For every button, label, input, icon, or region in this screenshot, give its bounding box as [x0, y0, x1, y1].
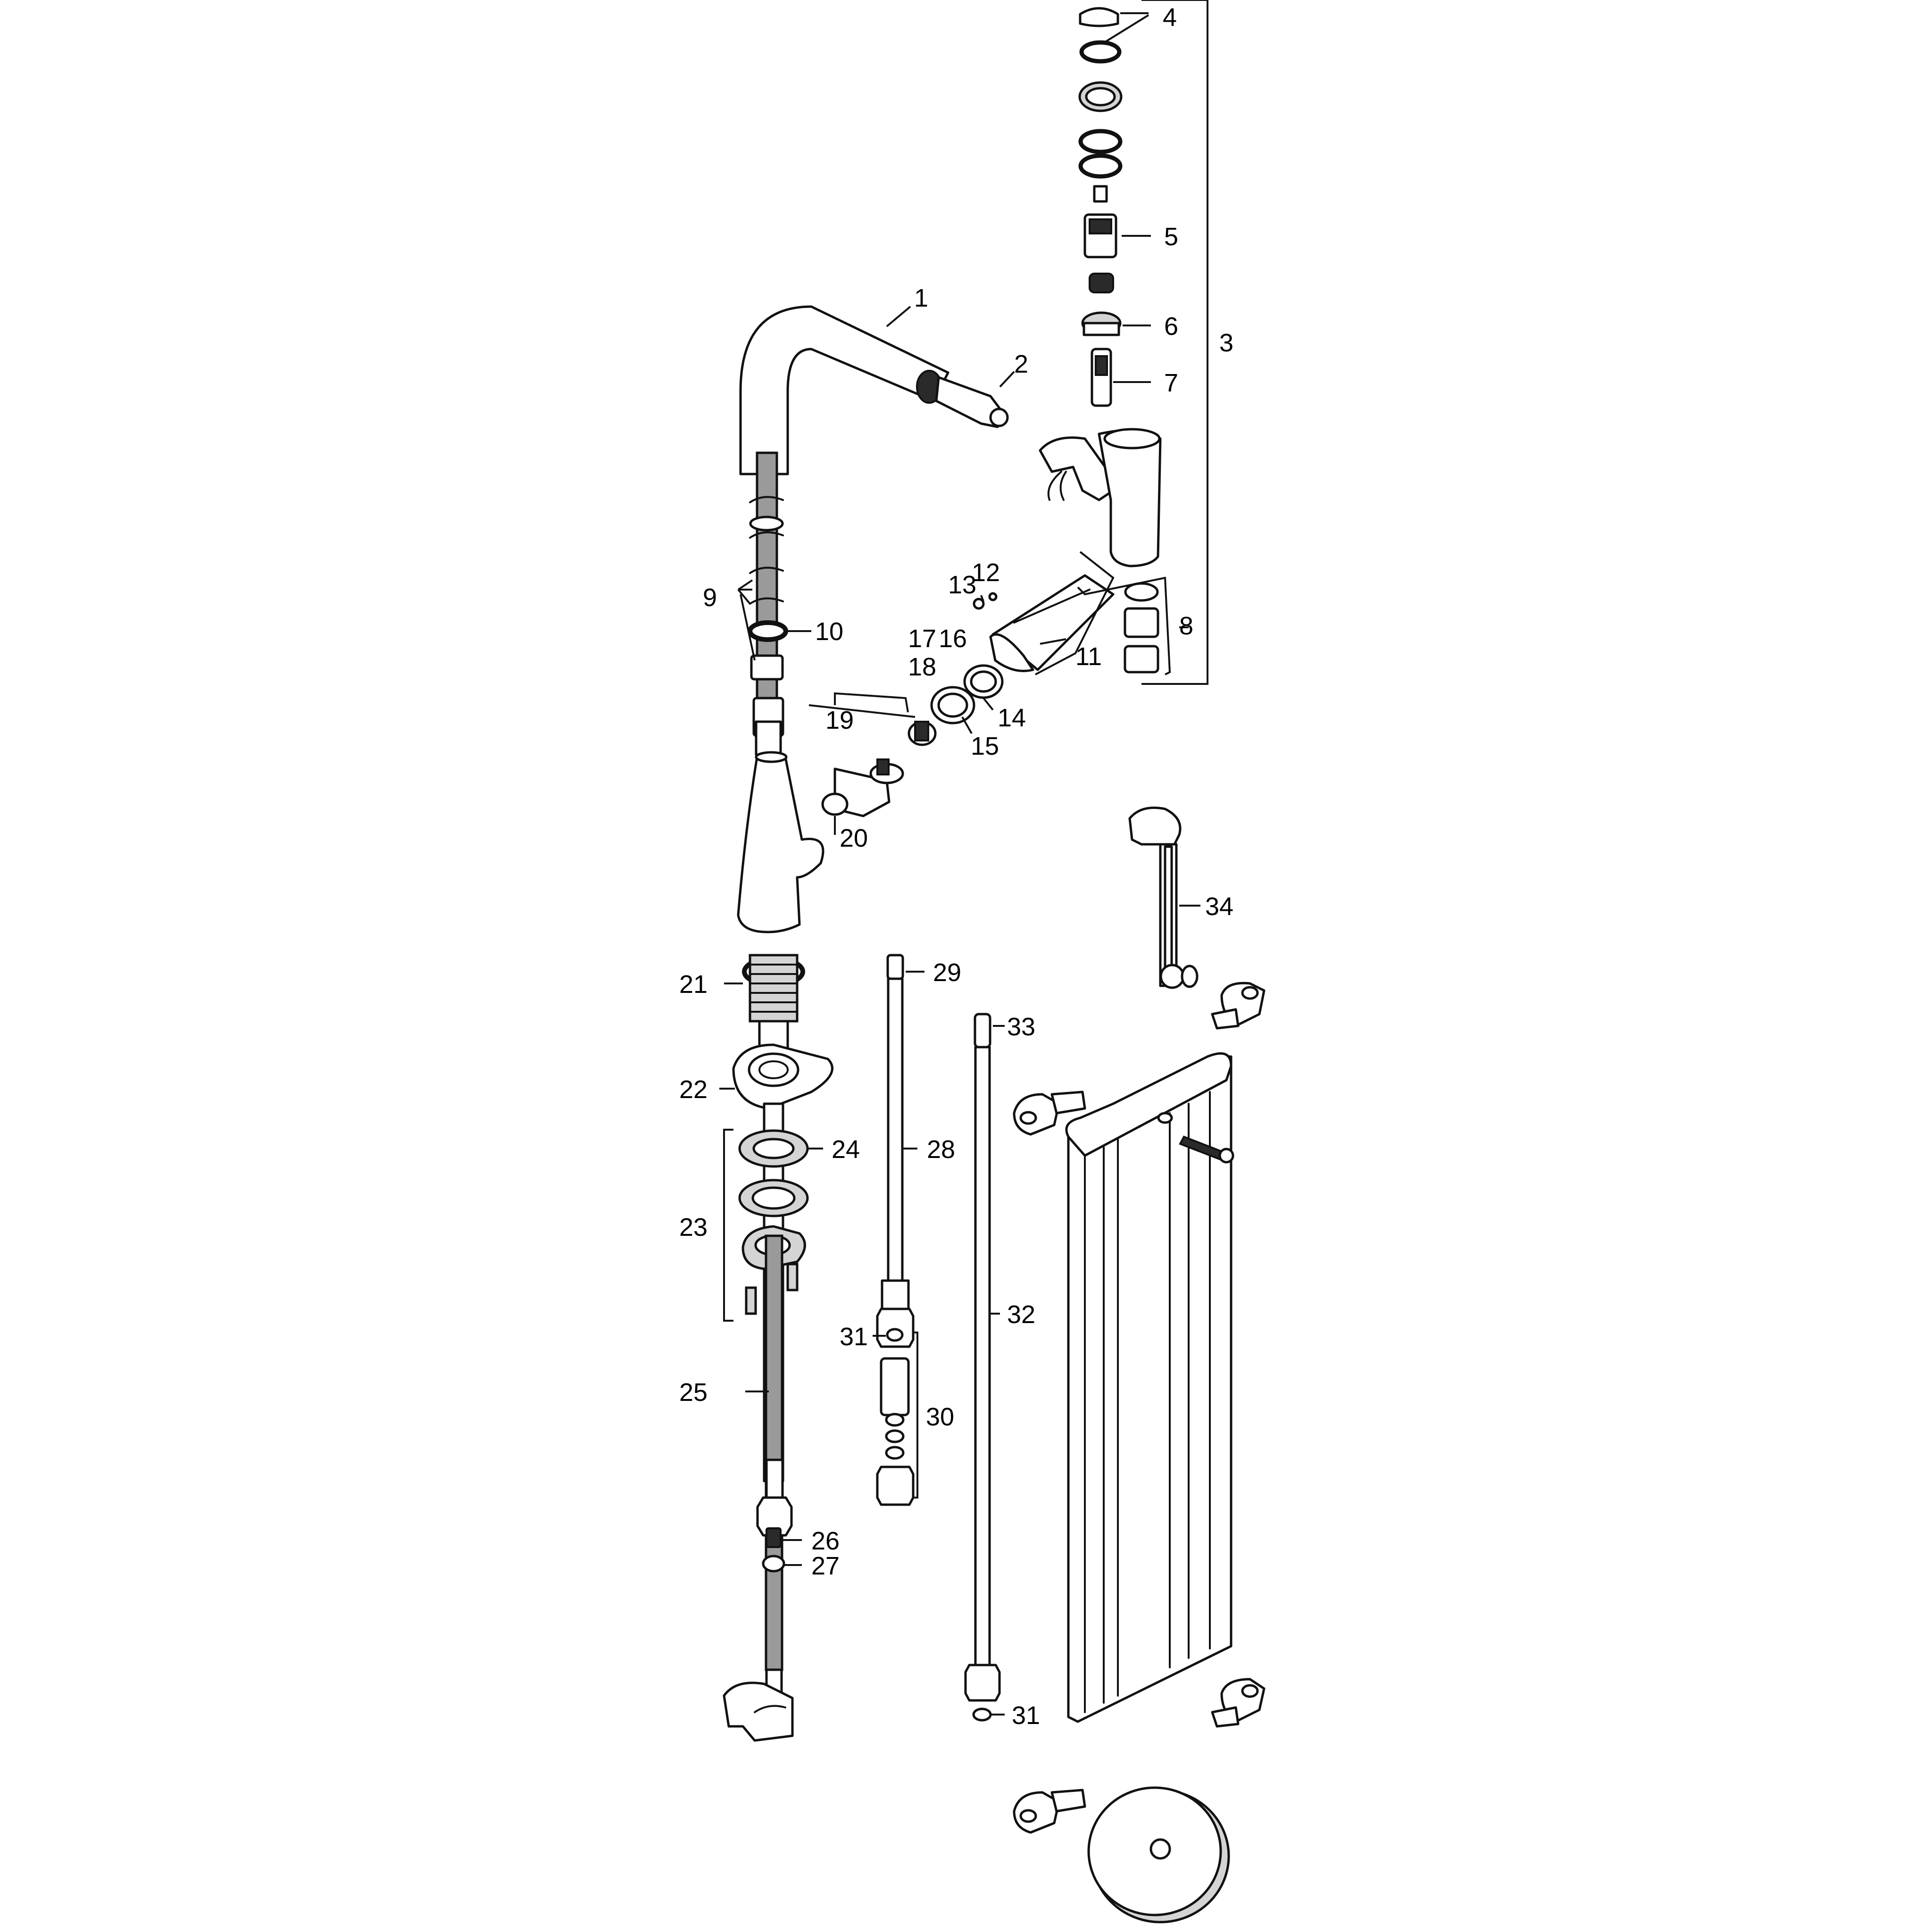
- label-31-bottom: 31: [1012, 1701, 1040, 1730]
- check-valve-7: [1091, 348, 1112, 407]
- sealing-rings-4: [1078, 40, 1123, 179]
- supply-hose-32: [964, 1013, 1001, 1722]
- fixing-screws: [745, 1263, 799, 1315]
- ring-14: [963, 664, 1004, 699]
- clamp-mid-left: [1013, 1091, 1086, 1136]
- label-25: 25: [679, 1378, 708, 1407]
- o-ring-10: [748, 620, 788, 642]
- clamp-bottom-right: [1211, 1678, 1266, 1728]
- group-brackets: [723, 0, 1208, 1499]
- label-31-top: 31: [840, 1323, 868, 1351]
- label-23: 23: [679, 1213, 708, 1241]
- label-19: 19: [825, 706, 854, 734]
- label-2: 2: [1014, 350, 1028, 378]
- label-18: 18: [908, 653, 936, 681]
- label-33: 33: [1007, 1013, 1035, 1041]
- label-12: 12: [972, 558, 1000, 587]
- label-34: 34: [1205, 892, 1233, 921]
- label-30: 30: [926, 1403, 954, 1431]
- supply-hose-28: [876, 954, 915, 1348]
- ring-15-16: [930, 686, 975, 724]
- washer-24: [738, 1129, 809, 1168]
- label-21: 21: [679, 970, 708, 999]
- label-11: 11: [1075, 642, 1102, 671]
- aerator-set-8: [1124, 582, 1159, 674]
- grub-screw-12-13: [973, 592, 998, 610]
- nut-18: [908, 721, 937, 746]
- hose-weight: [723, 1668, 794, 1742]
- label-26: 26: [811, 1527, 840, 1555]
- label-8: 8: [1179, 612, 1193, 640]
- label-9: 9: [703, 583, 717, 612]
- washer-23: [738, 1179, 809, 1217]
- label-17: 17: [908, 625, 936, 653]
- handle-11: [989, 574, 1115, 672]
- label-5: 5: [1164, 223, 1178, 251]
- label-16: 16: [939, 625, 967, 653]
- clamp-bottom-left: [1013, 1789, 1086, 1834]
- pull-out-hose: [765, 1234, 783, 1671]
- part-labels: 1 2 3 4 5 6 7 8 9 10 11 12 13 14 15 16 1…: [679, 3, 1233, 1730]
- label-3: 3: [1219, 329, 1233, 357]
- o-ring-20: [821, 792, 849, 816]
- label-27: 27: [811, 1552, 840, 1580]
- hose-fitting: [756, 1458, 793, 1537]
- valve-body-top: [752, 697, 784, 756]
- label-20: 20: [840, 824, 868, 852]
- nut-6: [1081, 311, 1122, 336]
- label-1: 1: [914, 284, 928, 312]
- label-29: 29: [933, 958, 961, 987]
- label-7: 7: [1164, 369, 1178, 397]
- spring-insert: [1089, 273, 1114, 293]
- bracket-34: [1128, 807, 1199, 989]
- retaining-rings: [749, 496, 784, 681]
- label-14: 14: [998, 704, 1026, 732]
- spout-pipe: [739, 305, 949, 475]
- cover-disc: [1087, 1786, 1230, 1924]
- faucet-body: [737, 751, 824, 933]
- ring-27: [762, 1555, 785, 1573]
- mounting-plate: [732, 1043, 833, 1110]
- label-32: 32: [1007, 1300, 1035, 1329]
- leader-lines: [719, 12, 1200, 1715]
- label-13: 13: [948, 571, 976, 599]
- cap-4: [1079, 7, 1119, 27]
- clamp-top-right: [1211, 982, 1266, 1030]
- spray-head: [1039, 428, 1162, 567]
- connector-set-30: [876, 1328, 915, 1506]
- label-15: 15: [971, 732, 999, 760]
- rail-panel: [1065, 1052, 1232, 1723]
- spout-connector: [935, 376, 1009, 428]
- label-4: 4: [1163, 3, 1177, 32]
- label-24: 24: [832, 1135, 860, 1164]
- label-10: 10: [815, 617, 843, 646]
- label-28: 28: [927, 1135, 955, 1164]
- threaded-stud: [1179, 1135, 1234, 1164]
- label-6: 6: [1164, 312, 1178, 341]
- spring-26: [766, 1527, 782, 1548]
- label-22: 22: [679, 1075, 708, 1104]
- nozzle-5: [1083, 185, 1117, 258]
